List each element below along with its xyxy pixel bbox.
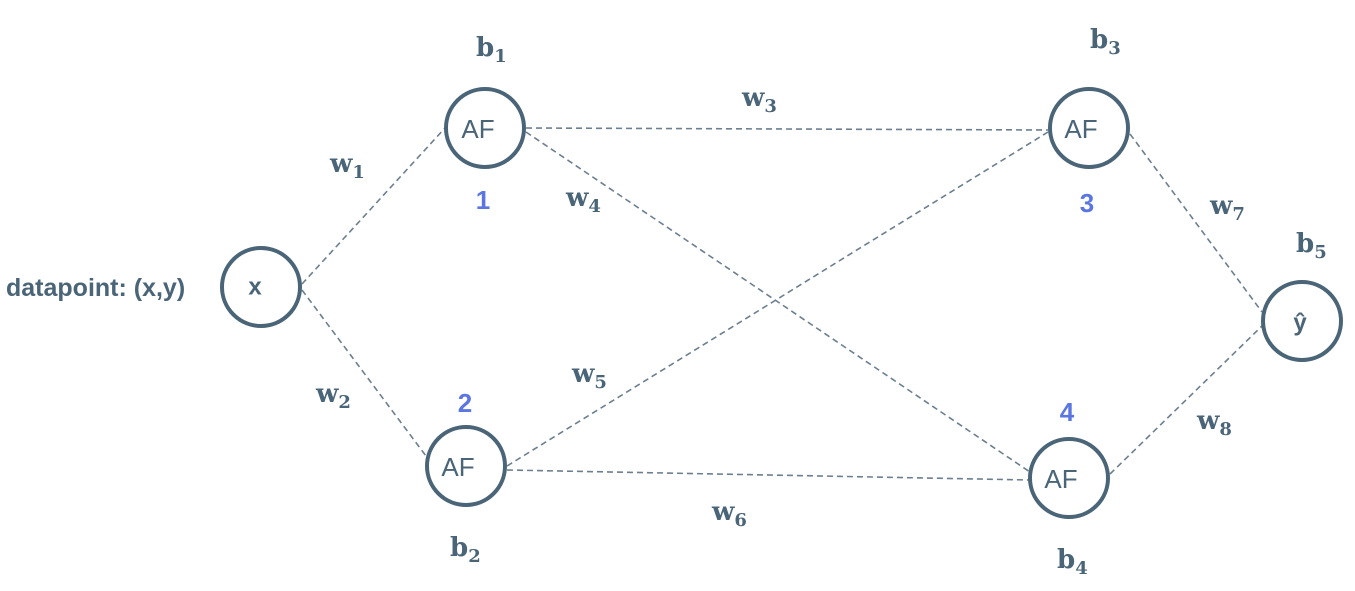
datapoint-label: datapoint: (x,y) bbox=[6, 274, 185, 302]
weight-w6: w6 bbox=[711, 497, 747, 531]
edge-x-n1 bbox=[301, 127, 446, 285]
output-node-label: ŷ bbox=[1293, 310, 1307, 337]
edge-n2-n3 bbox=[506, 131, 1049, 467]
edge-x-n2 bbox=[301, 289, 427, 457]
hidden-node-4-label: AF bbox=[1044, 464, 1077, 494]
weight-w5: w5 bbox=[571, 359, 607, 393]
output-node: ŷ bbox=[1261, 280, 1343, 362]
hidden-node-3-label: AF bbox=[1064, 114, 1097, 144]
hidden-node-3-index: 3 bbox=[1080, 188, 1094, 218]
edge-n2-n4 bbox=[506, 469, 1031, 481]
weight-w4: w4 bbox=[565, 183, 601, 217]
hidden-node-4: AF bbox=[1028, 437, 1110, 519]
hidden-node-1-label: AF bbox=[461, 114, 494, 144]
bias-b5: b5 bbox=[1296, 229, 1327, 263]
input-node-label: x bbox=[248, 274, 262, 301]
input-node: x bbox=[220, 246, 302, 328]
hidden-node-3: AF bbox=[1048, 87, 1130, 169]
bias-b4: b4 bbox=[1057, 545, 1088, 579]
hidden-node-1: AF bbox=[444, 87, 526, 169]
edge-n1-n4 bbox=[525, 131, 1031, 473]
hidden-node-1-index: 1 bbox=[476, 185, 490, 215]
weight-w8: w8 bbox=[1196, 406, 1232, 440]
edges bbox=[301, 127, 1263, 481]
edge-n1-n3 bbox=[525, 127, 1049, 131]
bias-b3: b3 bbox=[1090, 25, 1121, 59]
weight-w2: w2 bbox=[315, 379, 351, 413]
edge-n4-out bbox=[1109, 325, 1263, 475]
edge-n3-out bbox=[1129, 133, 1263, 313]
hidden-node-4-index: 4 bbox=[1060, 397, 1075, 427]
weight-w7: w7 bbox=[1209, 191, 1245, 225]
hidden-node-2-index: 2 bbox=[458, 388, 472, 418]
hidden-node-2-label: AF bbox=[441, 452, 474, 482]
bias-b2: b2 bbox=[450, 533, 481, 567]
weight-w1: w1 bbox=[329, 149, 365, 183]
hidden-node-2: AF bbox=[425, 425, 507, 507]
weight-w3: w3 bbox=[741, 83, 777, 117]
bias-b1: b1 bbox=[476, 33, 507, 67]
